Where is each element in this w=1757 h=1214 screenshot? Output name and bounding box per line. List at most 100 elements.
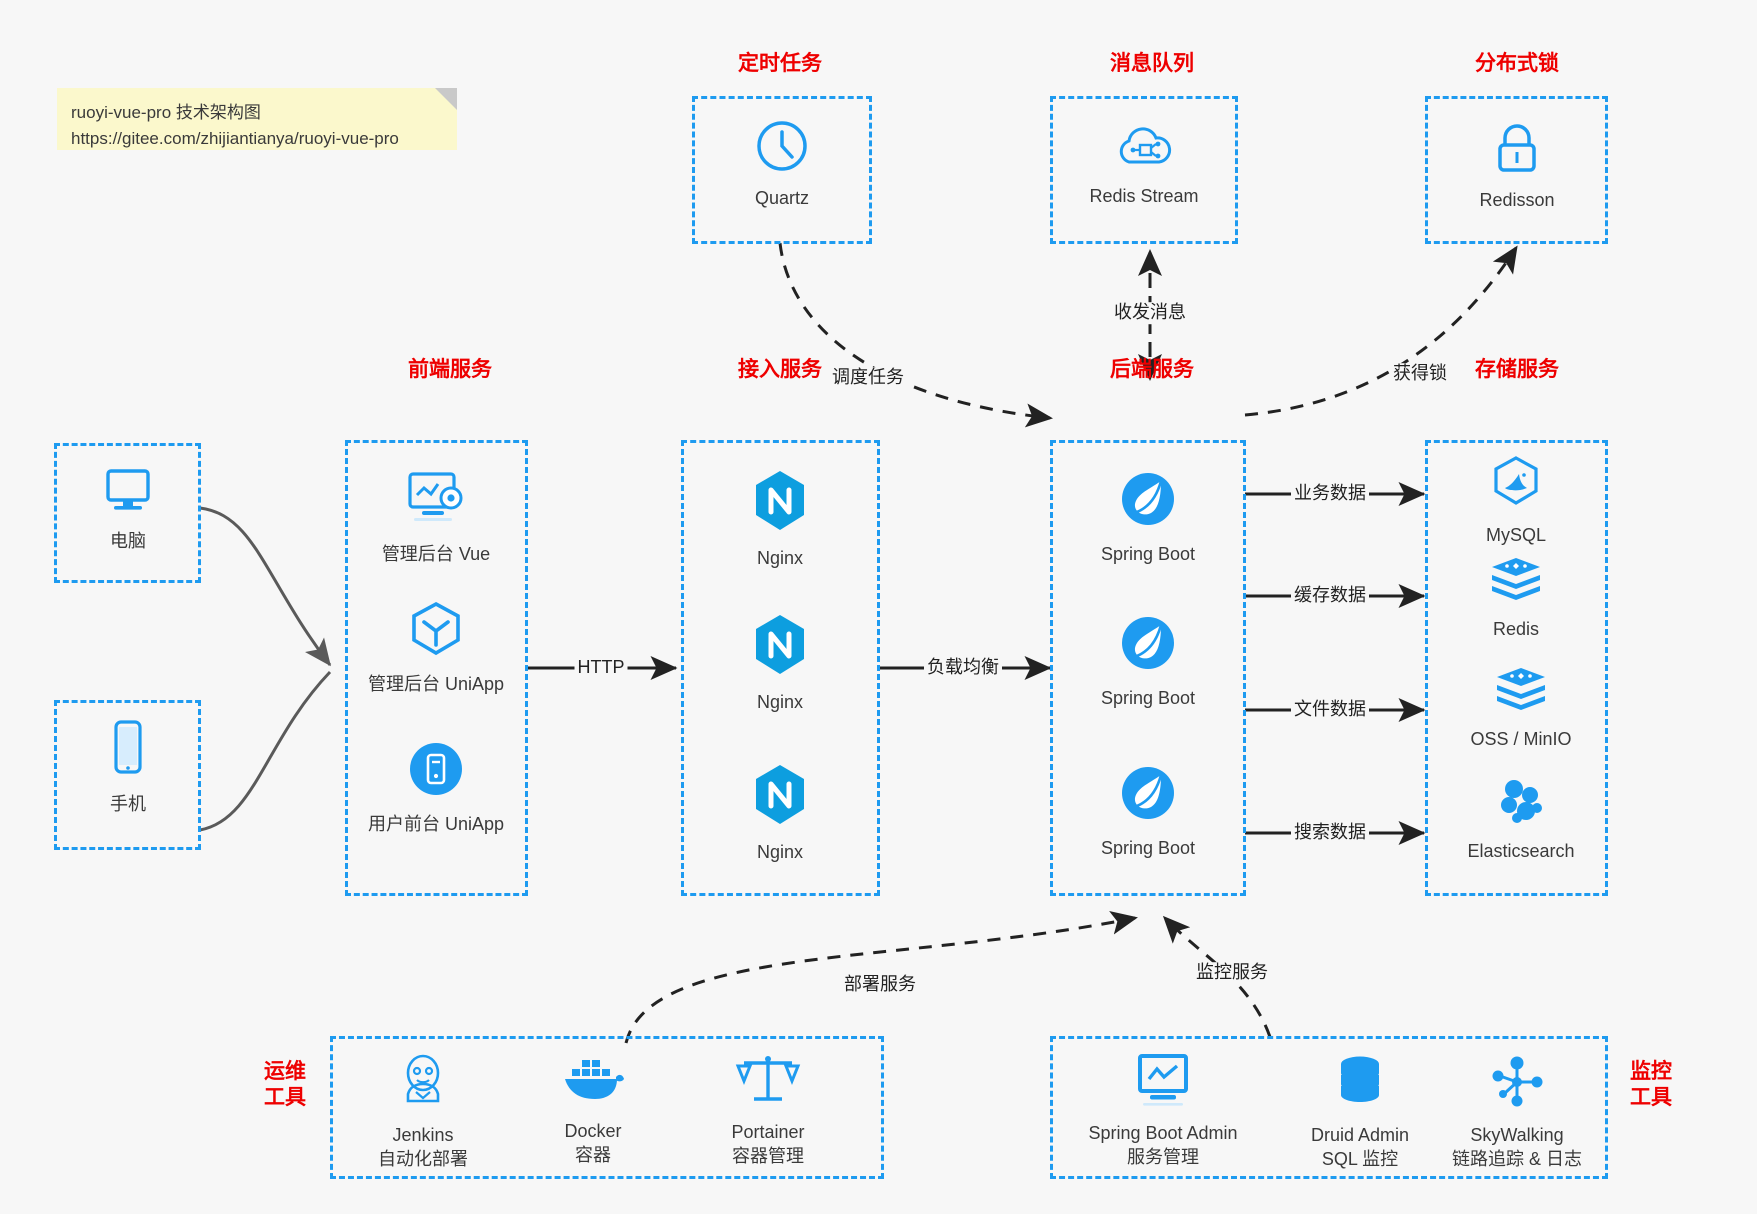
mobile-app-icon: [406, 740, 466, 805]
note-title: ruoyi-vue-pro 技术架构图: [71, 103, 261, 122]
group-title-frontend: 前端服务: [408, 358, 492, 381]
node-spring-boot-admin[interactable]: Spring Boot Admin 服务管理: [1068, 1051, 1258, 1170]
node-druid-admin[interactable]: Druid Admin SQL 监控: [1280, 1053, 1440, 1172]
group-title-monitoring: 监控 工具: [1620, 1059, 1682, 1112]
edge-label-monitor-service: 监控服务: [1193, 962, 1271, 984]
spring-boot-icon: [1117, 762, 1179, 829]
node-label: Quartz: [754, 188, 810, 208]
group-box-distributed-lock: [1425, 96, 1608, 244]
redis-icon: [1487, 555, 1545, 610]
node-admin-vue[interactable]: 管理后台 Vue: [356, 468, 516, 566]
node-label: Elasticsearch: [1467, 841, 1575, 861]
edge-label-send-receive-message: 收发消息: [1111, 302, 1189, 324]
edge-label-cache-data: 缓存数据: [1291, 585, 1369, 607]
group-box-devops: [330, 1036, 884, 1179]
node-label: MySQL: [1485, 525, 1546, 545]
edge-label-file-data: 文件数据: [1291, 699, 1369, 721]
scales-icon: [735, 1050, 801, 1113]
node-label: Druid Admin: [1310, 1125, 1410, 1145]
group-title-devops-line1: 运维: [264, 1060, 306, 1083]
node-label: Spring Boot Admin: [1088, 1123, 1238, 1143]
node-label: Nginx: [756, 548, 804, 568]
group-title-devops-line2: 工具: [264, 1086, 306, 1110]
node-redis[interactable]: Redis: [1446, 555, 1586, 641]
clock-icon: [754, 118, 810, 179]
group-title-monitoring-line1: 监控: [1630, 1060, 1672, 1083]
node-label: 管理后台 UniApp: [367, 674, 505, 694]
group-title-distributed-lock: 分布式锁: [1475, 52, 1559, 75]
node-portainer[interactable]: Portainer 容器管理: [693, 1050, 843, 1169]
node-elasticsearch[interactable]: Elasticsearch: [1446, 775, 1596, 863]
node-spring-boot-1[interactable]: Spring Boot: [1068, 468, 1228, 566]
node-skywalking[interactable]: SkyWalking 链路追踪 & 日志: [1432, 1053, 1602, 1172]
jenkins-icon: [392, 1049, 454, 1116]
group-box-monitoring: [1050, 1036, 1608, 1179]
dashboard-gear-icon: [404, 468, 468, 535]
node-redisson[interactable]: Redisson: [1456, 120, 1578, 212]
note-url: https://gitee.com/zhijiantianya/ruoyi-vu…: [71, 129, 399, 149]
node-label: Redisson: [1479, 190, 1555, 210]
group-title-monitoring-line2: 工具: [1630, 1086, 1672, 1110]
node-sublabel: 容器管理: [732, 1146, 804, 1167]
node-label: SkyWalking: [1470, 1125, 1564, 1145]
node-docker[interactable]: Docker 容器: [518, 1053, 668, 1168]
node-label: Docker: [564, 1121, 622, 1141]
cloud-stream-icon: [1113, 122, 1175, 177]
note-fold-corner: [435, 88, 457, 110]
node-label: Nginx: [756, 692, 804, 712]
node-label: Redis Stream: [1089, 186, 1199, 206]
node-nginx-1[interactable]: Nginx: [720, 468, 840, 570]
node-label: Jenkins: [392, 1125, 454, 1145]
group-box-backend: [1050, 440, 1246, 896]
node-label: Spring Boot: [1100, 688, 1196, 708]
node-user-uniapp[interactable]: 用户前台 UniApp: [356, 740, 516, 836]
group-title-gateway: 接入服务: [738, 358, 822, 381]
node-sublabel: 容器: [575, 1145, 611, 1166]
spring-boot-icon: [1117, 612, 1179, 679]
diagram-note: ruoyi-vue-pro 技术架构图 https://gitee.com/zh…: [57, 88, 457, 150]
phone-icon: [106, 718, 150, 785]
node-nginx-3[interactable]: Nginx: [720, 762, 840, 864]
edge-label-acquire-lock: 获得锁: [1390, 363, 1450, 385]
node-oss-minio[interactable]: OSS / MinIO: [1446, 665, 1596, 751]
node-spring-boot-2[interactable]: Spring Boot: [1068, 612, 1228, 710]
node-label: 手机: [110, 794, 146, 814]
node-label: Redis: [1492, 619, 1540, 639]
oss-icon: [1492, 665, 1550, 720]
node-label: Spring Boot: [1100, 544, 1196, 564]
nginx-icon: [751, 468, 809, 539]
node-sublabel: 自动化部署: [378, 1149, 468, 1170]
group-box-client-pc: [54, 443, 201, 583]
node-mysql[interactable]: MySQL: [1446, 455, 1586, 547]
spring-boot-icon: [1117, 468, 1179, 535]
node-quartz[interactable]: Quartz: [722, 118, 842, 210]
node-redis-stream[interactable]: Redis Stream: [1064, 122, 1224, 208]
group-title-devops: 运维 工具: [254, 1059, 316, 1112]
lock-icon: [1491, 120, 1543, 181]
group-box-message-queue: [1050, 96, 1238, 244]
edge-label-schedule-task: 调度任务: [829, 367, 907, 389]
node-pc[interactable]: 电脑: [78, 463, 178, 553]
group-title-message-queue: 消息队列: [1110, 52, 1194, 75]
node-nginx-2[interactable]: Nginx: [720, 612, 840, 714]
node-mobile[interactable]: 手机: [78, 718, 178, 816]
mysql-icon: [1488, 455, 1544, 516]
node-label: Spring Boot: [1100, 838, 1196, 858]
node-admin-uniapp[interactable]: 管理后台 UniApp: [356, 600, 516, 696]
node-jenkins[interactable]: Jenkins 自动化部署: [348, 1049, 498, 1172]
node-spring-boot-3[interactable]: Spring Boot: [1068, 762, 1228, 860]
docker-icon: [559, 1053, 627, 1112]
skywalking-icon: [1487, 1053, 1547, 1116]
desktop-icon: [99, 463, 157, 522]
monitor-chart-icon: [1132, 1051, 1194, 1114]
group-box-gateway: [681, 440, 880, 896]
edge-label-load-balance: 负载均衡: [924, 657, 1002, 679]
group-box-frontend: [345, 440, 528, 896]
node-label: 管理后台 Vue: [381, 544, 491, 564]
group-box-client-mobile: [54, 700, 201, 850]
node-sublabel: 链路追踪 & 日志: [1451, 1149, 1582, 1170]
edge-label-http: HTTP: [574, 657, 628, 679]
edge-label-search-data: 搜索数据: [1291, 822, 1369, 844]
node-sublabel: 服务管理: [1127, 1147, 1199, 1168]
